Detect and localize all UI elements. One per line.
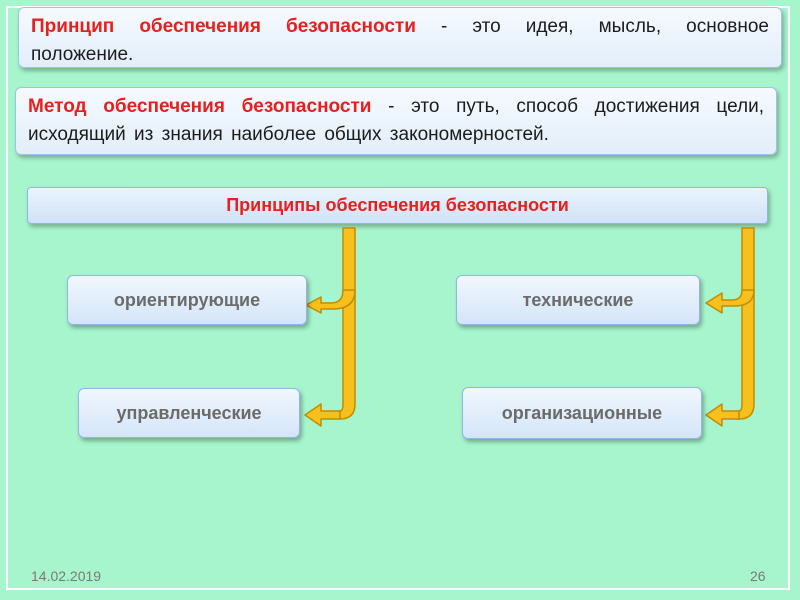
definition-principle: Принцип обеспечения безопасности - это и… [18,7,782,68]
definition-text: - это путь, способ достижения цели, исхо… [28,96,764,145]
arrow-to-organizational [705,403,740,427]
arrow-to-managerial [304,403,341,427]
arrow-left-trunk [337,227,356,420]
definition-term: Метод обеспечения безопасности [28,96,372,117]
node-technical: технические [456,275,700,325]
node-organizational: организационные [462,387,702,439]
arrow-right-trunk [736,227,755,420]
definition-term: Принцип обеспечения безопасности [31,16,416,37]
arrow-to-orienting [305,289,356,314]
arrow-to-technical [705,289,755,314]
definition-method: Метод обеспечения безопасности - это пут… [15,87,777,155]
node-orienting: ориентирующие [67,275,307,325]
node-managerial: управленческие [78,388,300,438]
definition-text: - это идея, мысль, основное положение. [31,16,770,65]
footer-date: 14.02.2019 [31,568,102,584]
footer-page-number: 26 [750,568,766,584]
diagram-header: Принципы обеспечения безопасности [27,187,768,224]
